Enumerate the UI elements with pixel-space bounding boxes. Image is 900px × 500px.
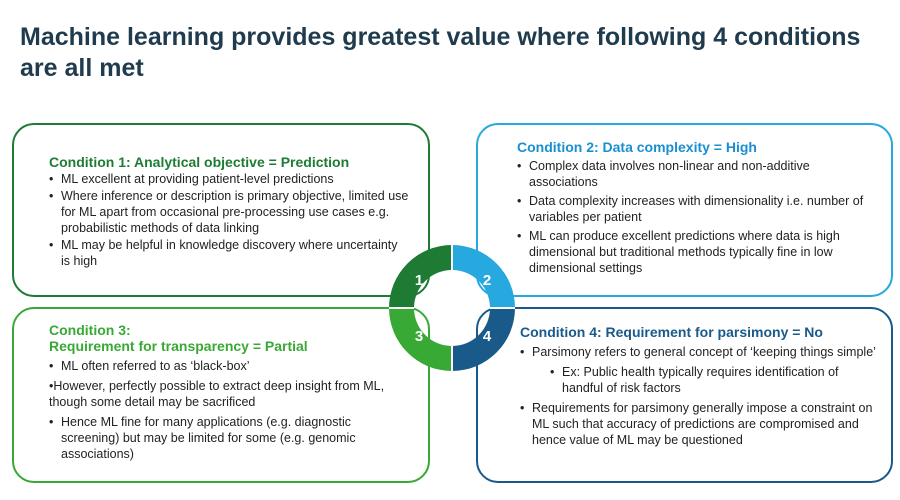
ring-segment-3	[389, 308, 452, 371]
condition-1-bullets: ML excellent at providing patient-level …	[49, 171, 410, 269]
ring-segment-2	[452, 245, 515, 308]
page-title: Machine learning provides greatest value…	[20, 23, 861, 82]
bullet-item: ML can produce excellent predictions whe…	[517, 228, 877, 276]
bullet-item: Complex data involves non-linear and non…	[517, 158, 877, 190]
condition-2-heading: Condition 2: Data complexity = High	[517, 139, 757, 155]
condition-3-heading: Condition 3: Requirement for transparenc…	[49, 322, 412, 354]
ring-segment-4	[452, 308, 515, 371]
condition-2-box: Condition 2: Data complexity = High Comp…	[476, 123, 893, 297]
ring-segment-1	[389, 245, 452, 308]
ring-label-3: 3	[415, 328, 423, 345]
condition-3-box: Condition 3: Requirement for transparenc…	[12, 307, 430, 483]
bullet-item: ML often referred to as ‘black-box’	[49, 358, 412, 374]
bullet-item: Parsimony refers to general concept of ‘…	[520, 344, 879, 360]
condition-4-bullets: Parsimony refers to general concept of ‘…	[520, 344, 879, 448]
condition-ring: 1 2 3 4	[389, 245, 515, 371]
ring-label-1: 1	[415, 272, 423, 289]
condition-3-heading-line2: Requirement for transparency = Partial	[49, 338, 308, 354]
condition-1-heading: Condition 1: Analytical objective = Pred…	[49, 154, 350, 170]
bullet-item: Hence ML fine for many applications (e.g…	[49, 414, 412, 462]
condition-2-bullets: Complex data involves non-linear and non…	[517, 158, 877, 276]
condition-3-bullets: ML often referred to as ‘black-box’ •How…	[49, 358, 412, 462]
bullet-item: Data complexity increases with dimension…	[517, 193, 877, 225]
bullet-item: ML excellent at providing patient-level …	[49, 171, 410, 187]
ring-label-4: 4	[483, 328, 492, 345]
ring-label-2: 2	[483, 272, 491, 289]
bullet-item: Requirements for parsimony generally imp…	[520, 400, 879, 448]
condition-4-box: Condition 4: Requirement for parsimony =…	[476, 307, 893, 483]
condition-1-box: Condition 1: Analytical objective = Pred…	[12, 123, 430, 297]
bullet-item: •However, perfectly possible to extract …	[49, 379, 385, 409]
condition-3-heading-line1: Condition 3:	[49, 322, 131, 338]
bullet-item: Where inference or description is primar…	[49, 188, 410, 236]
bullet-item: ML may be helpful in knowledge discovery…	[49, 237, 410, 269]
condition-4-heading: Condition 4: Requirement for parsimony =…	[520, 324, 823, 340]
sub-bullet-item: Ex: Public health typically requires ide…	[550, 364, 879, 396]
